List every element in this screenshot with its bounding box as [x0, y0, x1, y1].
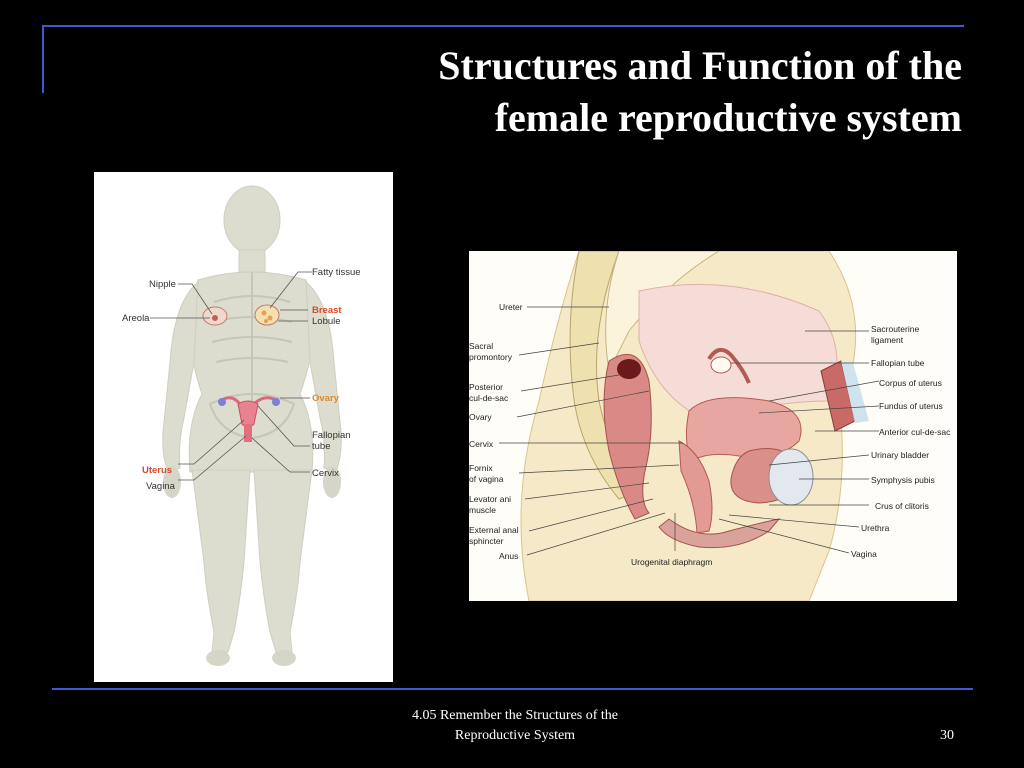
label-anus: Anus	[499, 551, 518, 561]
label-breast: Breast	[312, 305, 342, 316]
label-ovary: Ovary	[312, 393, 340, 404]
label-fallopian-1: Fallopian	[312, 430, 351, 441]
bottom-rule	[52, 688, 973, 690]
label-fornix-2: of vagina	[469, 474, 504, 484]
slide-footer: 4.05 Remember the Structures of the Repr…	[380, 706, 650, 746]
female-body-illustration: Nipple Areola Fatty tissue Breast Lobule…	[122, 185, 361, 666]
footer-line-2: Reproductive System	[454, 728, 576, 743]
sagittal-section-figure: Ureter Sacral promontory Posterior cul-d…	[469, 251, 957, 601]
label-sacrouterine-2: ligament	[871, 335, 904, 345]
footer-line-1: 4.05 Remember the Structures of the	[411, 708, 619, 723]
label-external-2: sphincter	[469, 536, 504, 546]
slide-title-line-1: Structures and Function of the	[438, 43, 962, 88]
label-urogenital-diaphragm: Urogenital diaphragm	[631, 557, 712, 567]
breast-illustration	[202, 304, 280, 326]
label-vagina: Vagina	[146, 481, 176, 492]
uterus-illustration	[218, 396, 280, 442]
label-fundus-uterus: Fundus of uterus	[879, 401, 943, 411]
label-levator-1: Levator ani	[469, 494, 511, 504]
top-rule	[42, 25, 964, 27]
slide-title-line-2: female reproductive system	[494, 95, 962, 140]
label-fatty-tissue: Fatty tissue	[312, 267, 361, 278]
label-external-1: External anal	[469, 525, 519, 535]
label-urethra: Urethra	[861, 523, 890, 533]
label-ovary: Ovary	[469, 412, 492, 422]
sagittal-section-illustration: Ureter Sacral promontory Posterior cul-d…	[469, 251, 951, 601]
label-urinary-bladder: Urinary bladder	[871, 450, 929, 460]
label-cervix: Cervix	[469, 439, 494, 449]
label-posterior-2: cul-de-sac	[469, 393, 509, 403]
label-sacrouterine-1: Sacrouterine	[871, 324, 919, 334]
label-sacral-2: promontory	[469, 352, 513, 362]
label-levator-2: muscle	[469, 505, 496, 515]
label-posterior-1: Posterior	[469, 382, 503, 392]
label-corpus-uterus: Corpus of uterus	[879, 378, 942, 388]
label-fallopian-tube: Fallopian tube	[871, 358, 925, 368]
female-body-figure: Nipple Areola Fatty tissue Breast Lobule…	[94, 172, 393, 682]
page-number: 30	[940, 728, 954, 743]
label-crus-clitoris: Crus of clitoris	[875, 501, 929, 511]
label-uterus: Uterus	[142, 465, 172, 476]
label-areola: Areola	[122, 313, 150, 324]
slide-title: Structures and Function of the female re…	[262, 40, 962, 144]
label-ureter: Ureter	[499, 302, 523, 312]
label-fallopian-2: tube	[312, 441, 331, 452]
label-lobule: Lobule	[312, 316, 341, 327]
label-sacral-1: Sacral	[469, 341, 493, 351]
label-nipple: Nipple	[149, 279, 176, 290]
label-symphysis-pubis: Symphysis pubis	[871, 475, 935, 485]
label-anterior-cul-de-sac: Anterior cul-de-sac	[879, 427, 951, 437]
label-fornix-1: Fornix	[469, 463, 493, 473]
left-rule	[42, 25, 44, 93]
label-vagina: Vagina	[851, 549, 877, 559]
label-cervix: Cervix	[312, 468, 339, 479]
